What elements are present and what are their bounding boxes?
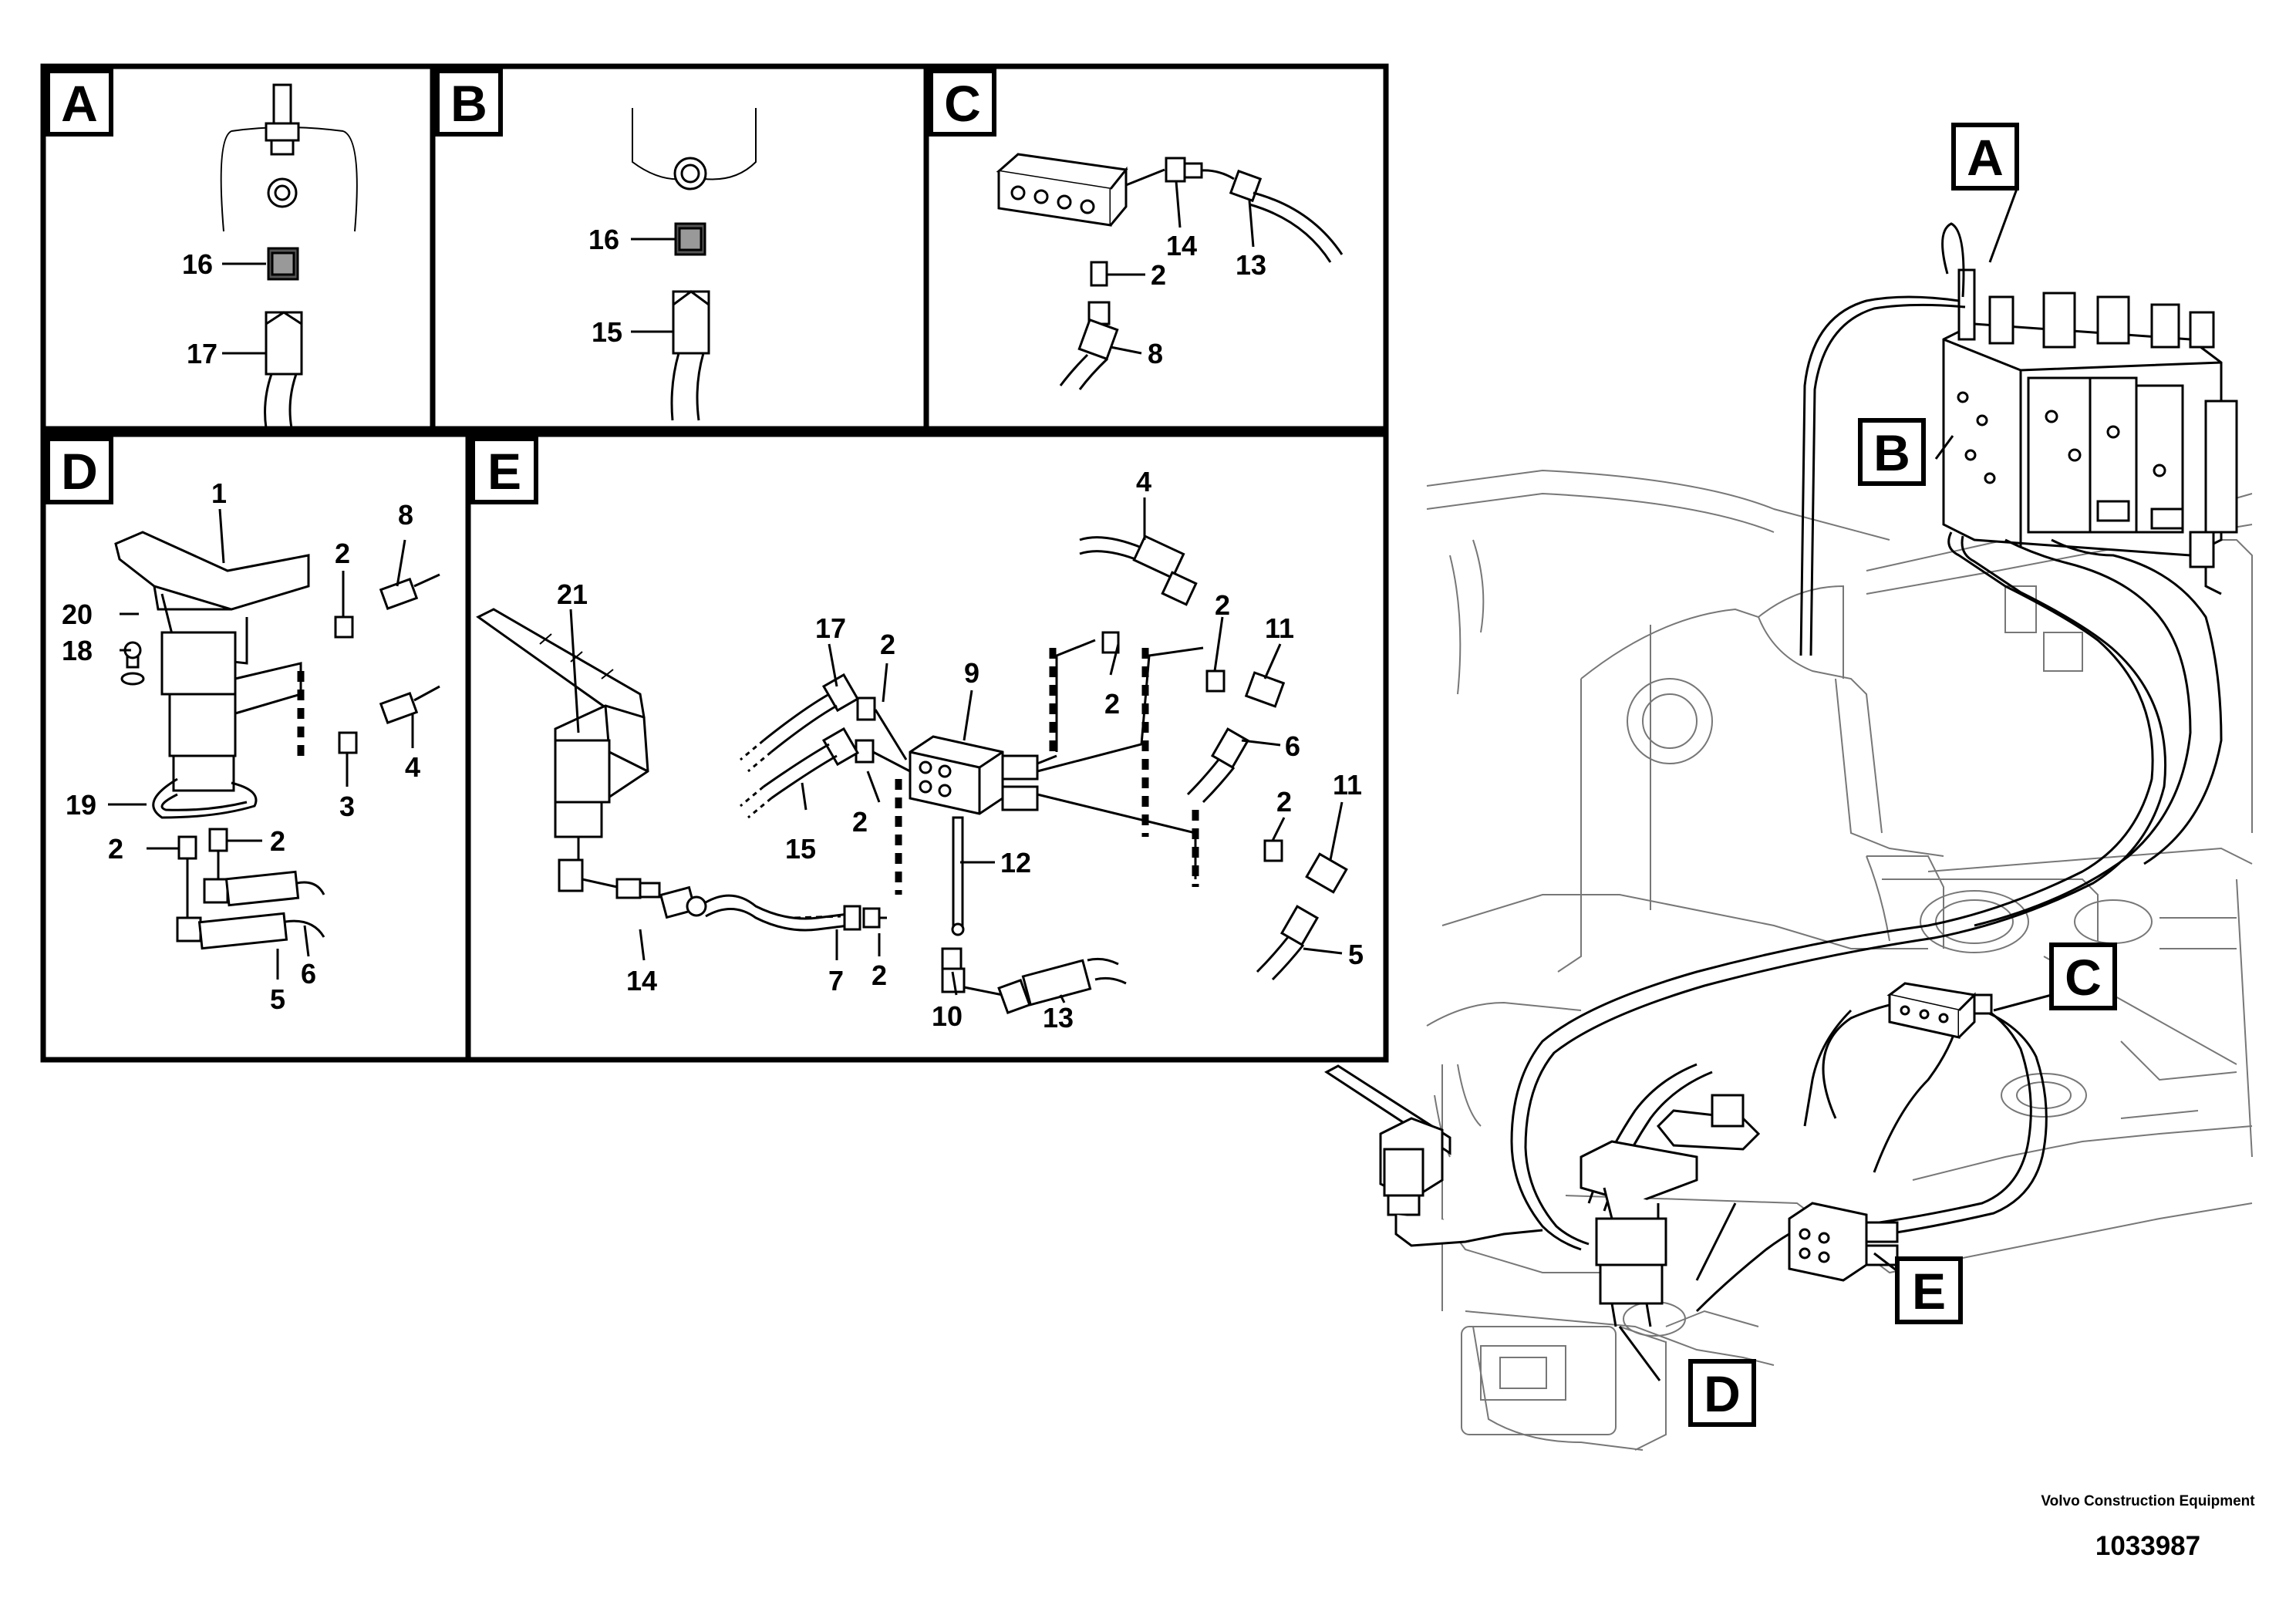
label-15: 15: [785, 833, 816, 865]
label-11: 11: [1333, 769, 1362, 801]
label-6: 6: [1285, 730, 1300, 762]
label-13: 13: [1043, 1002, 1074, 1034]
label-2: 2: [880, 629, 895, 660]
panel-letter-boxes: [46, 69, 996, 504]
label-11: 11: [1265, 612, 1294, 644]
label-7: 7: [828, 965, 844, 996]
callout-d: D: [1704, 1365, 1741, 1422]
callout-c: C: [2065, 949, 2102, 1006]
panel-b-leaders: [631, 238, 676, 333]
panel-c-drawing: [996, 153, 1344, 390]
label-4: 4: [405, 751, 420, 783]
label-5: 5: [1348, 939, 1364, 970]
panel-a-leaders: [222, 262, 266, 355]
label-3: 3: [339, 791, 355, 822]
panel-frames: [40, 63, 1389, 1063]
panel-tag-d: D: [61, 443, 98, 500]
label-16: 16: [588, 224, 619, 255]
label-2: 2: [335, 538, 350, 569]
label-2: 2: [270, 825, 285, 857]
label-2: 2: [852, 806, 868, 838]
panel-e-drawing: [476, 534, 1348, 1015]
panel-b-drawing: [632, 108, 757, 421]
panel-d-leaders: [108, 508, 414, 980]
label-10: 10: [932, 1000, 963, 1032]
label-17: 17: [187, 338, 217, 369]
panel-tag-e: E: [487, 443, 521, 500]
callout-b: B: [1873, 424, 1910, 481]
label-1: 1: [211, 477, 227, 509]
overview-callout-boxes: [1688, 123, 2117, 1427]
panel-c-leaders: [1107, 180, 1255, 355]
overview-pedals: [1324, 1064, 1899, 1327]
label-12: 12: [1000, 847, 1031, 878]
label-4: 4: [1136, 466, 1151, 497]
label-20: 20: [62, 599, 93, 630]
label-8: 8: [398, 499, 413, 531]
panel-tag-b: B: [450, 75, 487, 132]
label-21: 21: [557, 578, 588, 610]
label-14: 14: [626, 965, 657, 996]
panel-tag-c: C: [944, 75, 981, 132]
panel-e-dashes: [895, 648, 1199, 895]
overview-hoses: [1510, 222, 2223, 1313]
label-2: 2: [1104, 688, 1120, 720]
label-18: 18: [62, 635, 93, 666]
label-2: 2: [1215, 589, 1230, 621]
control-valve-block: [1942, 268, 2238, 595]
label-14: 14: [1166, 230, 1197, 261]
label-2: 2: [1151, 259, 1166, 291]
label-6: 6: [301, 958, 316, 990]
label-9: 9: [964, 657, 979, 689]
callout-a: A: [1967, 129, 2004, 186]
drawing-number: 1033987: [2095, 1531, 2201, 1561]
label-2: 2: [872, 959, 887, 991]
label-15: 15: [592, 316, 622, 348]
label-17: 17: [815, 612, 846, 644]
label-13: 13: [1236, 249, 1266, 281]
label-19: 19: [66, 789, 96, 821]
panel-e-leaders: [569, 497, 1344, 1003]
label-2: 2: [108, 833, 123, 865]
panel-a-drawing: [220, 83, 358, 429]
label-16: 16: [182, 248, 213, 280]
callout-e: E: [1912, 1263, 1946, 1320]
label-5: 5: [270, 983, 285, 1015]
credit-brand: Volvo Construction Equipment: [2041, 1493, 2255, 1509]
overview-block-c: [1886, 982, 1993, 1039]
panel-tag-a: A: [61, 75, 98, 132]
machine-frame-outline: [1426, 469, 2253, 1451]
panel-d-drawing: [114, 531, 440, 950]
label-2: 2: [1276, 786, 1292, 818]
label-8: 8: [1148, 338, 1163, 369]
